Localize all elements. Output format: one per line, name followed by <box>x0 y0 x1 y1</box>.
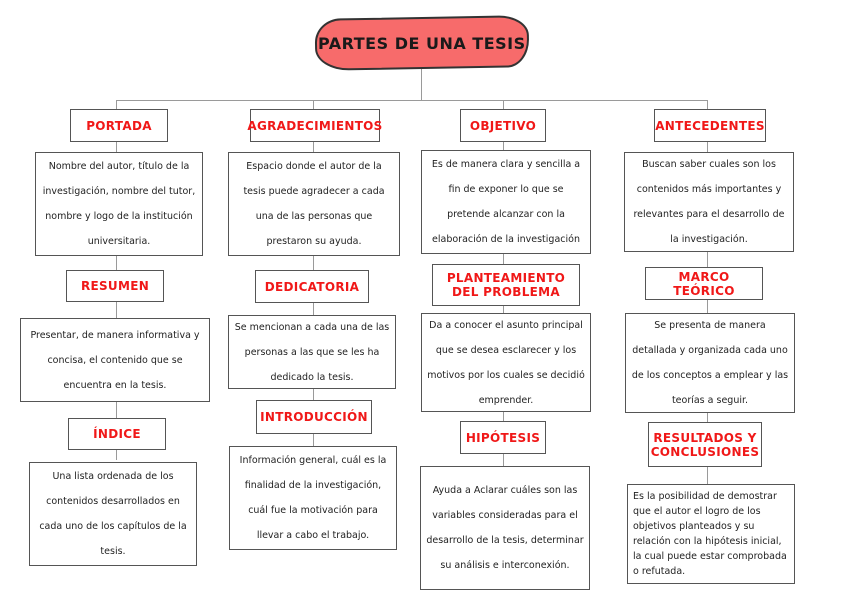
heading-label: ÍNDICE <box>93 427 141 441</box>
heading-planteamiento: PLANTEAMIENTO DEL PROBLEMA <box>432 264 580 306</box>
desc-text: Es la posibilidad de demostrar que el au… <box>633 491 787 577</box>
desc-resultados: Es la posibilidad de demostrar que el au… <box>627 484 795 584</box>
desc-text: Información general, cuál es la finalida… <box>239 455 387 541</box>
heading-hipotesis: HIPÓTESIS <box>460 421 546 454</box>
heading-label: RESUMEN <box>80 279 150 293</box>
heading-label: RESULTADOS Y CONCLUSIONES <box>650 430 760 459</box>
desc-antecedentes: Buscan saber cuales son los contenidos m… <box>624 152 794 252</box>
heading-label: PLANTEAMIENTO DEL PROBLEMA <box>446 271 566 299</box>
heading-antecedentes: ANTECEDENTES <box>654 109 766 142</box>
desc-text: Se presenta de manera detallada y organi… <box>631 320 789 406</box>
desc-text: Buscan saber cuales son los contenidos m… <box>633 159 785 245</box>
heading-dedicatoria: DEDICATORIA <box>255 270 369 303</box>
heading-label: DEDICATORIA <box>264 279 360 294</box>
heading-introduccion: INTRODUCCIÓN <box>256 400 372 434</box>
page-title: PARTES DE UNA TESIS <box>318 33 526 53</box>
connector-title-down <box>421 65 422 101</box>
desc-text: Da a conocer el asunto principal que se … <box>427 319 585 406</box>
desc-hipotesis: Ayuda a Aclarar cuáles son las variables… <box>420 466 590 590</box>
heading-label: PORTADA <box>86 118 152 133</box>
heading-resultados: RESULTADOS Y CONCLUSIONES <box>648 422 762 467</box>
desc-portada: Nombre del autor, título de la investiga… <box>35 152 203 256</box>
connector-col1-top <box>116 100 117 110</box>
connector-col2-top <box>313 100 314 110</box>
desc-agradecimientos: Espacio donde el autor de la tesis puede… <box>228 152 400 256</box>
desc-text: Una lista ordenada de los contenidos des… <box>39 471 187 557</box>
heading-label: INTRODUCCIÓN <box>260 410 368 424</box>
heading-label: HIPÓTESIS <box>465 430 541 445</box>
desc-text: Presentar, de manera informativa y conci… <box>30 329 200 391</box>
desc-text: Nombre del autor, título de la investiga… <box>42 161 196 247</box>
heading-portada: PORTADA <box>70 109 168 142</box>
heading-label: OBJETIVO <box>469 118 537 133</box>
desc-text: Espacio donde el autor de la tesis puede… <box>243 161 385 247</box>
heading-indice: ÍNDICE <box>68 418 166 450</box>
desc-text: Es de manera clara y sencilla a fin de e… <box>431 159 581 245</box>
desc-introduccion: Información general, cuál es la finalida… <box>229 446 397 550</box>
connector-col3-top <box>503 100 504 110</box>
desc-indice: Una lista ordenada de los contenidos des… <box>29 462 197 566</box>
connector-horizontal-bus <box>116 100 708 101</box>
heading-label: AGRADECIMIENTOS <box>247 118 383 133</box>
desc-dedicatoria: Se mencionan a cada una de las personas … <box>228 315 396 389</box>
heading-label: MARCO TEÓRICO <box>673 269 735 298</box>
desc-text: Ayuda a Aclarar cuáles son las variables… <box>426 485 584 571</box>
heading-marco-teorico: MARCO TEÓRICO <box>645 267 763 300</box>
heading-resumen: RESUMEN <box>66 270 164 302</box>
connector-col4-top <box>707 100 708 110</box>
desc-planteamiento: Da a conocer el asunto principal que se … <box>421 313 591 412</box>
desc-text: Se mencionan a cada una de las personas … <box>234 321 390 383</box>
heading-label: ANTECEDENTES <box>655 118 765 133</box>
heading-agradecimientos: AGRADECIMIENTOS <box>247 109 383 142</box>
desc-resumen: Presentar, de manera informativa y conci… <box>20 318 210 402</box>
desc-marco-teorico: Se presenta de manera detallada y organi… <box>625 313 795 413</box>
heading-objetivo: OBJETIVO <box>460 109 546 142</box>
desc-objetivo: Es de manera clara y sencilla a fin de e… <box>421 150 591 254</box>
title-blob: PARTES DE UNA TESIS <box>314 15 530 71</box>
